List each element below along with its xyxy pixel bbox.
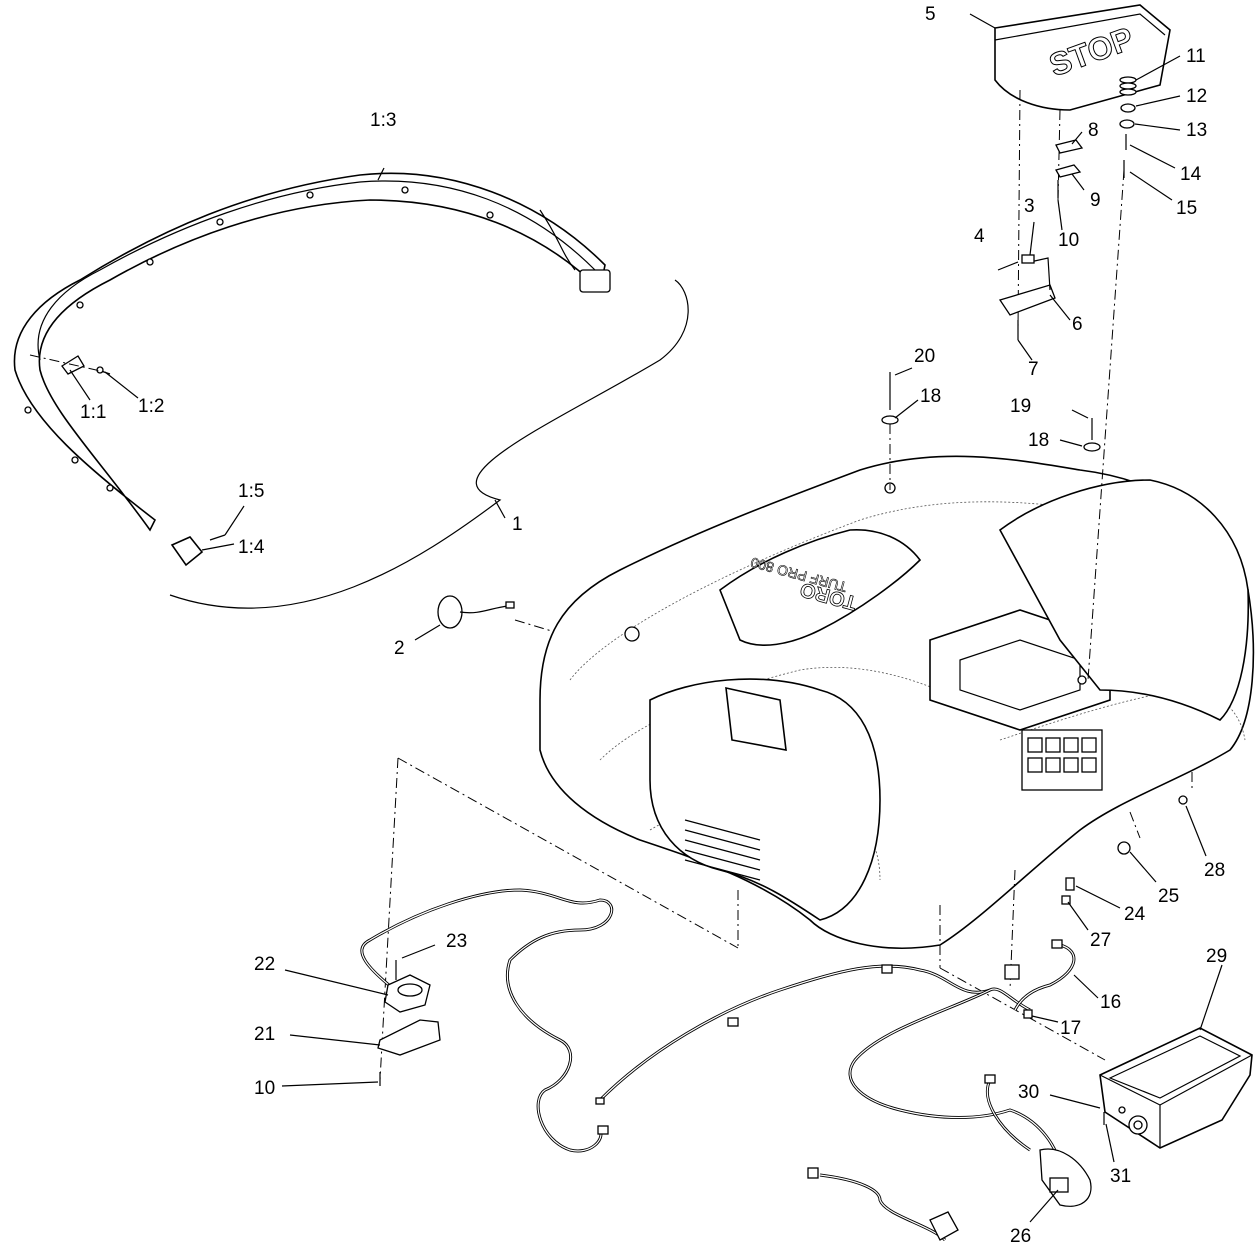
safety-decal-symbols bbox=[1027, 737, 1097, 773]
stop-button-assembly: STOP bbox=[994, 4, 1171, 681]
callout-1-5: 1:5 bbox=[238, 481, 264, 502]
small-hardware bbox=[1004, 795, 1188, 980]
bracket-9 bbox=[1055, 164, 1082, 178]
bumper-end-cap bbox=[170, 536, 204, 567]
top-panel bbox=[719, 529, 922, 646]
callout-24: 24 bbox=[1124, 904, 1146, 925]
wire-harness bbox=[360, 888, 1076, 1242]
callout-10-top: 10 bbox=[1058, 230, 1079, 251]
washer-13 bbox=[1119, 119, 1135, 129]
callout-27: 27 bbox=[1090, 930, 1111, 951]
bumper-end-bracket bbox=[579, 269, 611, 293]
callout-26: 26 bbox=[1010, 1226, 1031, 1247]
plug-connector bbox=[929, 1211, 959, 1241]
callout-31: 31 bbox=[1110, 1166, 1131, 1187]
callout-13: 13 bbox=[1186, 120, 1207, 141]
callout-20: 20 bbox=[914, 346, 935, 367]
callout-labels: 5 11 12 13 8 14 9 15 3 10 4 6 7 20 18 19… bbox=[80, 4, 1227, 1247]
callout-4: 4 bbox=[974, 226, 985, 247]
callout-14: 14 bbox=[1180, 164, 1202, 185]
callout-7: 7 bbox=[1028, 359, 1039, 380]
callout-21: 21 bbox=[254, 1024, 275, 1045]
control-module-29 bbox=[1099, 1027, 1253, 1149]
callout-1-4: 1:4 bbox=[238, 537, 265, 558]
callout-29: 29 bbox=[1206, 946, 1227, 967]
bracket-8 bbox=[1055, 139, 1084, 154]
bumper-assembly bbox=[13, 172, 689, 609]
leader-lines bbox=[69, 13, 1223, 1223]
callout-28: 28 bbox=[1204, 860, 1225, 881]
callout-1-2: 1:2 bbox=[138, 396, 164, 417]
bumper-rail bbox=[13, 172, 606, 532]
callout-1-1: 1:1 bbox=[80, 402, 106, 423]
body-fastener bbox=[624, 626, 640, 642]
main-body-shell: TORO TURF PRO 800 bbox=[539, 455, 1255, 949]
mounting-bolts bbox=[881, 372, 1101, 490]
switch-bracket-6 bbox=[998, 284, 1056, 316]
callout-8: 8 bbox=[1088, 120, 1099, 141]
dashed-projection-lines bbox=[379, 757, 1193, 1081]
callout-17: 17 bbox=[1060, 1018, 1081, 1039]
callout-12: 12 bbox=[1186, 86, 1207, 107]
access-window bbox=[725, 686, 787, 751]
callout-23: 23 bbox=[446, 931, 467, 952]
callout-3: 3 bbox=[1024, 196, 1035, 217]
callout-1-3: 1:3 bbox=[370, 110, 396, 131]
callout-18-right: 18 bbox=[1028, 430, 1049, 451]
callout-10-bottom: 10 bbox=[254, 1078, 275, 1099]
switch-3 bbox=[1021, 254, 1035, 264]
callout-30: 30 bbox=[1018, 1082, 1039, 1103]
sensor-2 bbox=[437, 595, 566, 636]
callout-16: 16 bbox=[1100, 992, 1121, 1013]
spring-11 bbox=[1119, 76, 1137, 96]
callout-25: 25 bbox=[1158, 886, 1179, 907]
callout-18-left: 18 bbox=[920, 386, 941, 407]
handle-switch-26 bbox=[929, 1148, 1092, 1241]
bumper-studs bbox=[24, 186, 494, 492]
sensor-bracket-21-22 bbox=[377, 960, 441, 1086]
rear-housing bbox=[998, 479, 1250, 721]
vent-slots bbox=[684, 819, 761, 881]
callout-22: 22 bbox=[254, 954, 275, 975]
callout-9: 9 bbox=[1090, 190, 1101, 211]
callout-19: 19 bbox=[1010, 396, 1031, 417]
callout-5: 5 bbox=[925, 4, 936, 25]
callout-15: 15 bbox=[1176, 198, 1197, 219]
callout-1: 1 bbox=[512, 514, 523, 535]
callout-6: 6 bbox=[1072, 314, 1083, 335]
callout-11: 11 bbox=[1186, 46, 1206, 67]
callout-2: 2 bbox=[394, 638, 405, 659]
washer-12 bbox=[1120, 103, 1136, 113]
